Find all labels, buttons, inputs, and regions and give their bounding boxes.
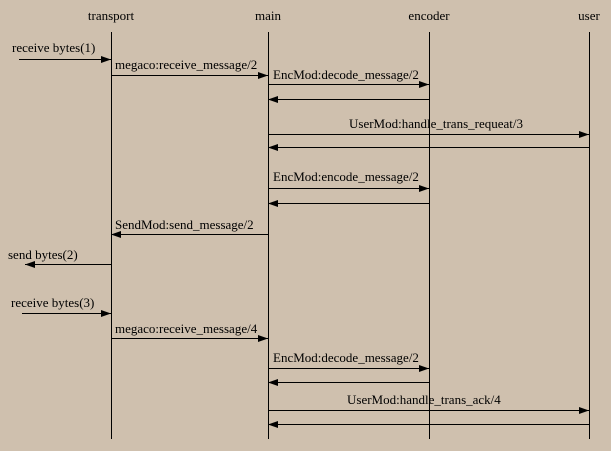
arrowhead-icon — [101, 310, 111, 317]
arrowhead-icon — [258, 72, 268, 79]
message-label: receive bytes(1) — [12, 40, 95, 55]
message-10: receive bytes(3) — [11, 295, 111, 317]
arrowhead-icon — [268, 96, 278, 103]
message-label: EncMod:encode_message/2 — [273, 169, 419, 184]
message-label: UserMod:handle_trans_ack/4 — [347, 392, 501, 407]
message-label: SendMod:send_message/2 — [115, 217, 254, 232]
arrowhead-icon — [258, 335, 268, 342]
message-label: receive bytes(3) — [11, 295, 94, 310]
message-label: UserMod:handle_trans_requeat/3 — [349, 116, 523, 131]
message-label: send bytes(2) — [8, 247, 78, 262]
arrowhead-icon — [419, 81, 429, 88]
arrowhead-icon — [268, 421, 278, 428]
lifeline-label-user: user — [578, 8, 600, 23]
message-1: megaco:receive_message/2 — [111, 57, 268, 79]
message-2: EncMod:decode_message/2 — [268, 67, 429, 88]
message-0: receive bytes(1) — [12, 40, 111, 63]
arrowhead-icon — [111, 231, 121, 238]
message-label: EncMod:decode_message/2 — [273, 350, 419, 365]
arrowhead-icon — [268, 200, 278, 207]
message-5 — [268, 144, 589, 151]
arrowhead-icon — [25, 261, 35, 268]
arrowhead-icon — [101, 56, 111, 63]
message-label: EncMod:decode_message/2 — [273, 67, 419, 82]
arrowhead-icon — [419, 365, 429, 372]
lifeline-label-encoder: encoder — [408, 8, 450, 23]
arrowhead-icon — [268, 379, 278, 386]
message-4: UserMod:handle_trans_requeat/3 — [268, 116, 589, 138]
message-label: megaco:receive_message/4 — [115, 321, 258, 336]
message-15 — [268, 421, 589, 428]
message-3 — [268, 96, 429, 103]
message-11: megaco:receive_message/4 — [111, 321, 268, 342]
arrowhead-icon — [579, 131, 589, 138]
arrowhead-icon — [268, 144, 278, 151]
message-7 — [268, 200, 429, 207]
lifeline-label-main: main — [255, 8, 281, 23]
message-14: UserMod:handle_trans_ack/4 — [268, 392, 589, 414]
arrowhead-icon — [579, 407, 589, 414]
message-label: megaco:receive_message/2 — [115, 57, 257, 72]
message-8: SendMod:send_message/2 — [111, 217, 268, 238]
message-6: EncMod:encode_message/2 — [268, 169, 429, 192]
message-12: EncMod:decode_message/2 — [268, 350, 429, 372]
message-9: send bytes(2) — [8, 247, 111, 268]
lifeline-label-transport: transport — [88, 8, 135, 23]
message-13 — [268, 379, 429, 386]
arrowhead-icon — [419, 185, 429, 192]
